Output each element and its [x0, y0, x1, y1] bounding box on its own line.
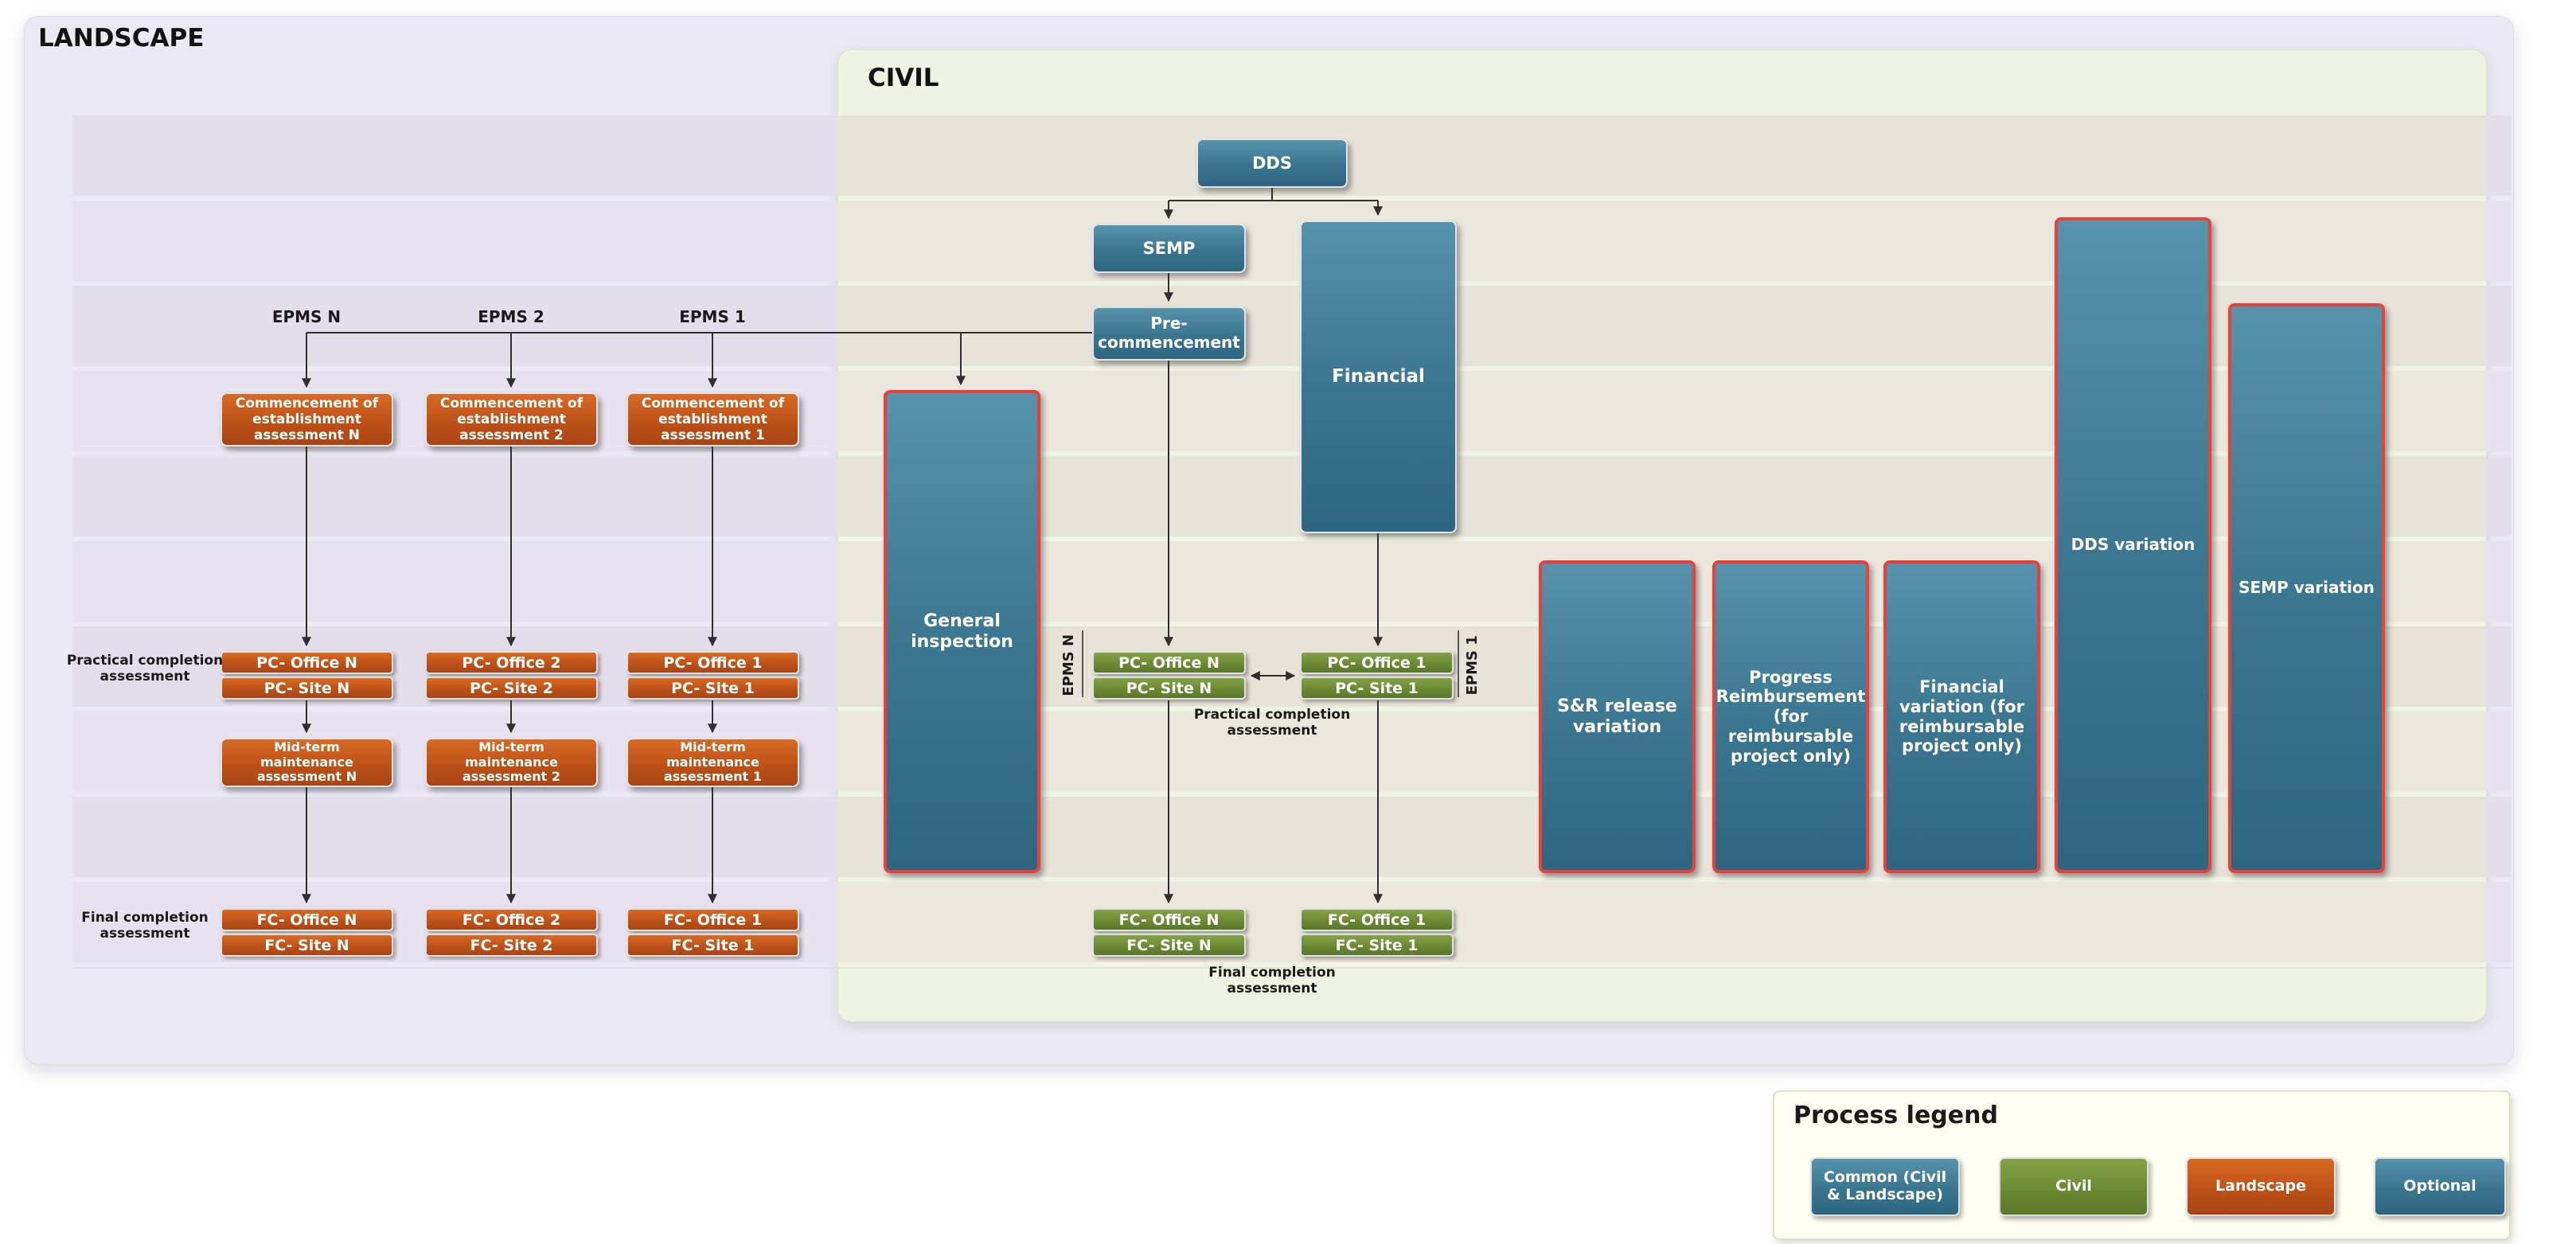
node-pc-pair-epms-2: PC- Office 2 PC- Site 2 [425, 651, 598, 700]
node-general-inspection: General inspection [884, 390, 1040, 873]
node-semp: SEMP [1092, 224, 1246, 273]
node-pc-office-n-civil: PC- Office N [1092, 651, 1246, 674]
node-fc-site-n-civil: FC- Site N [1092, 934, 1246, 957]
node-fc-site-1-landscape: FC- Site 1 [626, 934, 799, 957]
landscape-practical-completion-label: Practical completion assessment [66, 653, 224, 685]
civil-epms-1-label: EPMS 1 [1464, 635, 1481, 696]
node-progress-reimbursement: Progress Reimbursement (for reimbursable… [1712, 560, 1869, 873]
legend-item-civil: Civil [1999, 1157, 2149, 1216]
node-pc-office-1-civil: PC- Office 1 [1300, 651, 1454, 674]
civil-epms-n-label: EPMS N [1060, 634, 1078, 696]
node-midterm-2: Mid-term maintenance assessment 2 [425, 738, 598, 787]
epms-1-header: EPMS 1 [679, 307, 746, 326]
node-fc-site-1-civil: FC- Site 1 [1300, 934, 1454, 957]
node-semp-variation: SEMP variation [2228, 303, 2385, 873]
node-dds-variation: DDS variation [2055, 217, 2211, 873]
node-pre-commencement: Pre-commencement [1092, 306, 1246, 361]
node-pc-site-2-landscape: PC- Site 2 [425, 677, 598, 700]
node-fc-office-1-civil: FC- Office 1 [1300, 908, 1454, 931]
node-commencement-1: Commencement of establishment assessment… [626, 392, 799, 447]
process-legend: Process legend Common (Civil & Landscape… [1773, 1090, 2511, 1240]
node-dds: DDS [1196, 138, 1348, 188]
node-midterm-n: Mid-term maintenance assessment N [221, 738, 393, 787]
node-pc-pair-epms-n: PC- Office N PC- Site N [221, 651, 393, 700]
node-pc-site-1-civil: PC- Site 1 [1300, 677, 1454, 700]
node-pc-office-n-landscape: PC- Office N [221, 651, 393, 674]
civil-title: CIVIL [868, 64, 939, 92]
node-pc-site-1-landscape: PC- Site 1 [626, 677, 799, 700]
epms-2-header: EPMS 2 [478, 307, 544, 326]
node-fc-office-n-civil: FC- Office N [1092, 908, 1246, 931]
node-fc-office-n-landscape: FC- Office N [221, 908, 393, 931]
node-pc-pair-civil-1: PC- Office 1 PC- Site 1 [1300, 651, 1454, 700]
node-fc-pair-epms-n: FC- Office N FC- Site N [221, 908, 393, 957]
swimlane-stripes-landscape [72, 115, 837, 969]
node-fc-pair-civil-1: FC- Office 1 FC- Site 1 [1300, 908, 1454, 957]
node-fc-pair-epms-1: FC- Office 1 FC- Site 1 [626, 908, 799, 957]
swimlane-stripes-right-edge [2485, 115, 2512, 969]
legend-item-landscape: Landscape [2186, 1157, 2336, 1216]
node-pc-pair-civil-n: PC- Office N PC- Site N [1092, 651, 1246, 700]
legend-item-common: Common (Civil & Landscape) [1810, 1157, 1960, 1216]
node-pc-office-1-landscape: PC- Office 1 [626, 651, 799, 674]
civil-final-completion-label: Final completion assessment [1208, 965, 1336, 997]
landscape-title: LANDSCAPE [38, 24, 205, 53]
node-financial: Financial [1300, 220, 1457, 533]
legend-title: Process legend [1793, 1102, 1998, 1129]
node-fc-site-2-landscape: FC- Site 2 [425, 934, 598, 957]
node-fc-site-n-landscape: FC- Site N [221, 934, 393, 957]
node-commencement-2: Commencement of establishment assessment… [425, 392, 598, 447]
node-pc-pair-epms-1: PC- Office 1 PC- Site 1 [626, 651, 799, 700]
node-fc-office-1-landscape: FC- Office 1 [626, 908, 799, 931]
node-pc-office-2-landscape: PC- Office 2 [425, 651, 598, 674]
landscape-final-completion-label: Final completion assessment [81, 910, 209, 942]
node-commencement-n: Commencement of establishment assessment… [221, 392, 393, 447]
node-pc-site-n-landscape: PC- Site N [221, 677, 393, 700]
node-financial-variation: Financial variation (for reimbursable pr… [1883, 560, 2040, 873]
node-fc-pair-epms-2: FC- Office 2 FC- Site 2 [425, 908, 598, 957]
civil-practical-completion-label: Practical completion assessment [1193, 707, 1351, 739]
node-midterm-1: Mid-term maintenance assessment 1 [626, 738, 799, 787]
node-sr-release-variation: S&R release variation [1539, 560, 1696, 873]
node-fc-office-2-landscape: FC- Office 2 [425, 908, 598, 931]
node-pc-site-n-civil: PC- Site N [1092, 677, 1246, 700]
node-fc-pair-civil-n: FC- Office N FC- Site N [1092, 908, 1246, 957]
legend-item-optional: Optional [2374, 1157, 2506, 1216]
epms-n-header: EPMS N [271, 307, 342, 326]
